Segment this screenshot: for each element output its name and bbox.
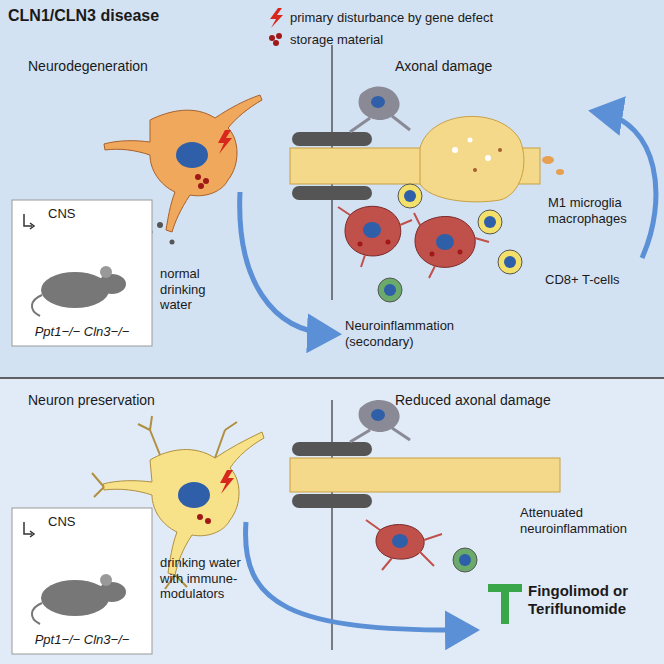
annotation-label: M1 microglia macrophages [548,195,640,226]
organ-label: CNS [48,514,75,530]
mouse-box: CNS Ppt1−/− Cln3−/− [12,200,152,346]
organ-label: CNS [48,206,75,222]
annotation-label: Fingolimod or Teriflunomide [528,582,658,618]
annotation-label: CD8+ T-cells [545,272,645,288]
annotation-label: normal drinking water [160,266,226,313]
annotation-label: Neuroinflammation (secondary) [345,318,495,349]
genotype-label: Ppt1−/− Cln3−/− [18,324,146,340]
annotation-label: Neuron preservation [28,392,155,409]
annotation-label: Neurodegeneration [28,58,148,75]
legend-text: storage material [290,32,383,48]
legend-text: primary disturbance by gene defect [290,10,493,26]
mouse-box: CNS Ppt1−/− Cln3−/− [12,508,152,654]
genotype-label: Ppt1−/− Cln3−/− [18,632,146,648]
annotation-label: Axonal damage [395,58,492,75]
annotation-label: drinking water with immune-modulators [160,555,246,602]
annotation-label: Attenuated neuroinflammation [520,505,650,536]
title: CLN1/CLN3 disease [8,6,159,25]
annotation-label: Reduced axonal damage [395,392,551,409]
